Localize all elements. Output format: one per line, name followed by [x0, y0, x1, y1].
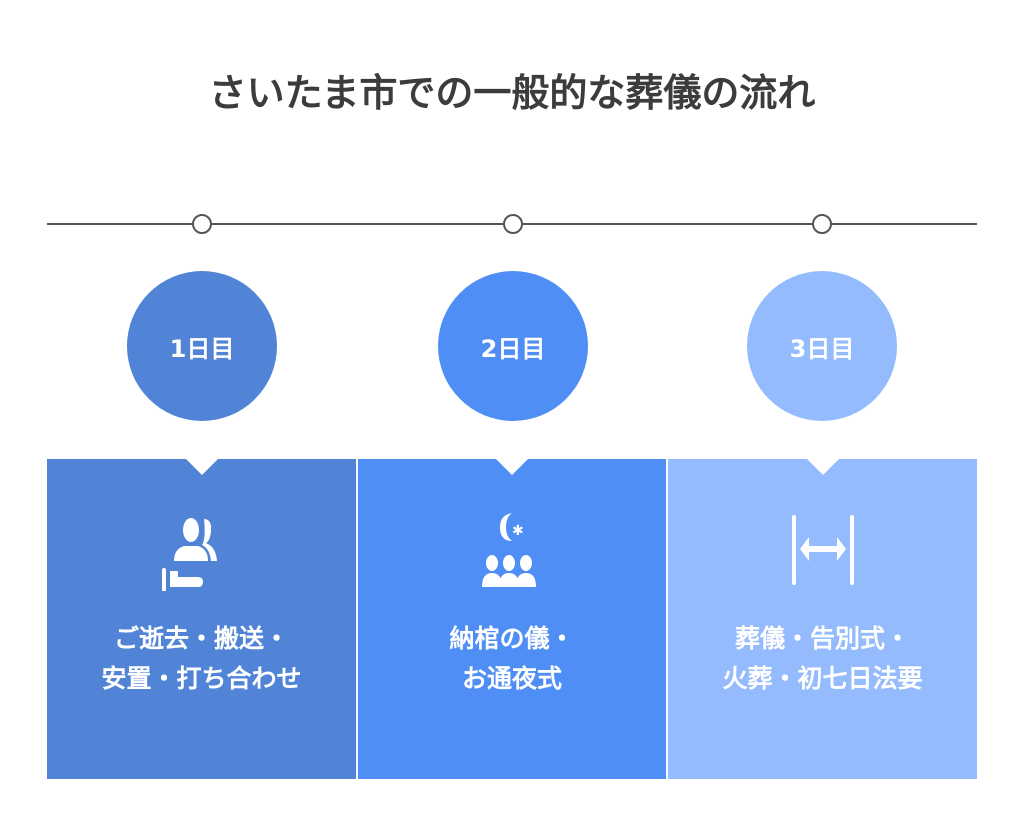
step-panel-1: ご逝去・搬送・ 安置・打ち合わせ — [47, 459, 356, 779]
timeline-node — [192, 214, 212, 234]
width-arrows-icon — [791, 515, 854, 585]
day-circle-3: 3日目 — [747, 271, 897, 421]
timeline-node — [812, 214, 832, 234]
page-title: さいたま市での一般的な葬儀の流れ — [208, 71, 816, 115]
svg-text:✱: ✱ — [512, 523, 524, 539]
pointer — [496, 459, 528, 475]
day-circle-1: 1日目 — [127, 271, 277, 421]
step-description: 納棺の儀・ お通夜式 — [449, 624, 575, 693]
crescent-group-icon: ✱ — [482, 513, 536, 587]
step-description: ご逝去・搬送・ 安置・打ち合わせ — [101, 624, 302, 693]
day-circle-2: 2日目 — [438, 271, 588, 421]
pointer — [185, 459, 218, 475]
step-description: 葬儀・告別式・ 火葬・初七日法要 — [722, 624, 923, 693]
step-panel-2: ✱ 納棺の儀・ お通夜式 — [358, 459, 666, 779]
mourners-bed-icon — [161, 518, 217, 591]
timeline-node — [503, 214, 523, 234]
pointer — [806, 459, 839, 475]
step-panel-3: 葬儀・告別式・ 火葬・初七日法要 — [668, 459, 977, 779]
